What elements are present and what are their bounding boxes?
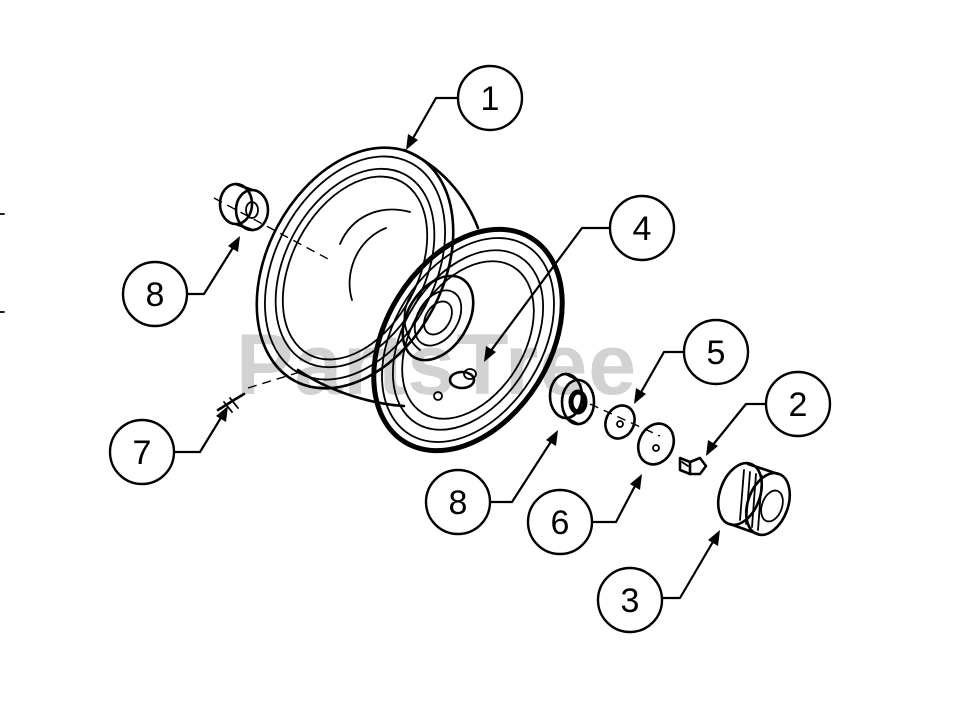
assembly-axis xyxy=(213,197,661,437)
hub-center xyxy=(401,274,477,401)
small-washer xyxy=(604,404,636,440)
valve-stem xyxy=(216,392,246,413)
callout-3-label: 3 xyxy=(621,582,640,620)
callout-5-label: 5 xyxy=(707,334,726,372)
callout-3: 3 xyxy=(596,566,664,634)
callout-1: 1 xyxy=(456,64,524,132)
edge-marks xyxy=(0,213,5,313)
callout-5: 5 xyxy=(682,318,750,386)
callout-4: 4 xyxy=(608,194,676,262)
watermark-text: PartsTree xyxy=(236,317,637,413)
leader-lines xyxy=(174,96,768,600)
callout-8a-label: 8 xyxy=(146,276,165,314)
callout-8b-label: 8 xyxy=(449,484,468,522)
bearing-right xyxy=(548,372,596,426)
callout-2-label: 2 xyxy=(789,386,808,424)
callout-6: 6 xyxy=(526,488,594,556)
grease-fitting xyxy=(678,456,708,476)
callout-1-label: 1 xyxy=(481,80,500,118)
callout-2: 2 xyxy=(764,370,832,438)
watermark: PartsTree TM xyxy=(236,317,716,413)
callout-7: 7 xyxy=(108,418,176,486)
callout-8b: 8 xyxy=(424,468,492,536)
callout-6-label: 6 xyxy=(551,504,570,542)
callout-7-label: 7 xyxy=(133,434,152,472)
flat-washer xyxy=(636,422,676,466)
spacer-sleeve xyxy=(716,461,792,537)
callout-8a: 8 xyxy=(121,260,189,328)
callout-4-label: 4 xyxy=(633,210,652,248)
bearing-left xyxy=(218,182,270,232)
